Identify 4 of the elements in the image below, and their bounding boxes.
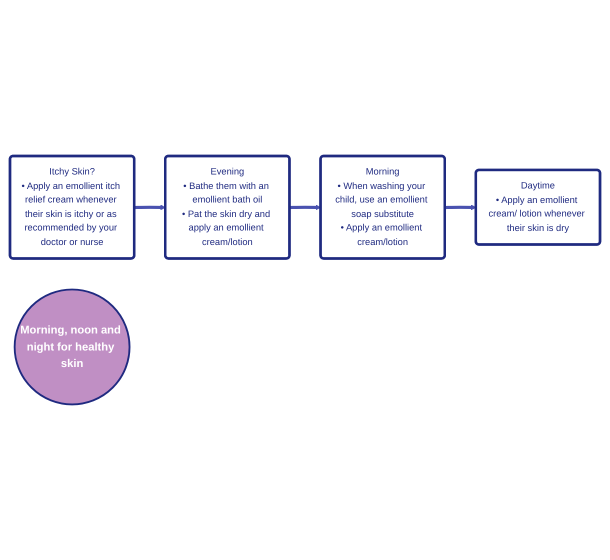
node-circle: Morning, noon and night for healthy skin [14,288,130,406]
arrow [134,204,166,210]
arrow [445,204,476,210]
arrow [290,204,322,210]
